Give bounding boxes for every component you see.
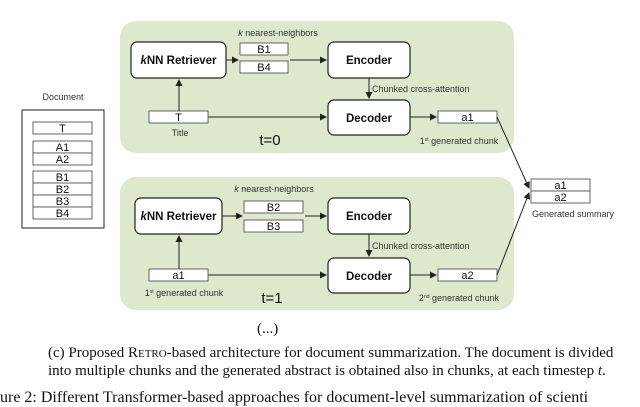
input-chunk: T [148,110,209,124]
decoder-label: Decoder [346,113,393,125]
svg-text:B2: B2 [267,202,280,214]
svg-text:a2: a2 [461,270,473,282]
svg-text:B3: B3 [267,221,280,233]
cross-attention-label: Chunked cross-attention [372,241,470,251]
document-chunk: B4 [32,206,93,220]
arrow [496,116,530,189]
ellipsis: (...) [257,321,279,337]
neighbor-chunk: B2 [243,200,304,214]
document-chunk: B1 [32,170,93,184]
cross-attention-label: Chunked cross-attention [372,84,470,94]
svg-text:T: T [59,123,66,135]
subfigure-caption-line-1: (c) Proposed Retro-based architecture fo… [48,345,614,361]
decoder-label: Decoder [346,271,393,283]
svg-text:a1: a1 [554,180,566,192]
document-chunk: B3 [32,194,93,208]
output-label: 2nd generated chunk [419,293,500,303]
document-chunk: A1 [32,140,93,154]
input-label: Title [172,128,189,138]
svg-text:a2: a2 [554,192,566,204]
svg-text:A1: A1 [56,142,69,154]
svg-text:T: T [175,112,182,124]
document-chunk: T [32,121,93,135]
input-label: 1st generated chunk [145,288,224,298]
neighbor-chunk: B1 [239,42,289,56]
generated-summary: a1 a2 [530,178,591,204]
svg-text:B2: B2 [56,184,69,196]
svg-text:A2: A2 [56,154,69,166]
knn-label: k nearest-neighbors [234,184,314,194]
svg-text:B4: B4 [56,208,69,220]
input-chunk: a1 [148,268,209,282]
document-chunk: A2 [32,152,93,166]
svg-text:B1: B1 [257,44,270,56]
svg-text:a1: a1 [461,112,473,124]
knn-retriever-label: kNN Retriever [140,211,217,223]
output-chunk: a1 [437,110,498,124]
timestep-0-panel: k nearest-neighbors kNN Retriever B1 B4 … [120,21,514,153]
svg-text:B1: B1 [56,172,69,184]
knn-label: k nearest-neighbors [238,28,318,38]
output-chunk: a2 [437,268,498,282]
timestep-1-panel: k nearest-neighbors kNN Retriever B2 B3 … [120,177,514,310]
document-label: Document [42,92,84,102]
svg-text:a1: a1 [172,270,184,282]
encoder-label: Encoder [346,211,393,223]
neighbor-chunk: B4 [239,60,289,74]
timestep-label: t=1 [261,290,282,307]
figure-caption: ure 2: Different Transformer-based appro… [0,389,589,406]
arrow [496,192,531,276]
encoder-label: Encoder [346,55,393,67]
knn-retriever-label: kNN Retriever [140,55,217,67]
neighbor-chunk: B3 [243,219,304,233]
svg-text:B4: B4 [257,62,270,74]
timestep-label: t=0 [259,132,280,149]
subfigure-caption-line-2: into multiple chunks and the generated a… [48,363,606,379]
summary-label: Generated summary [532,209,615,219]
document-chunk: B2 [32,182,93,196]
svg-text:B3: B3 [56,196,69,208]
output-label: 1st generated chunk [420,136,499,146]
